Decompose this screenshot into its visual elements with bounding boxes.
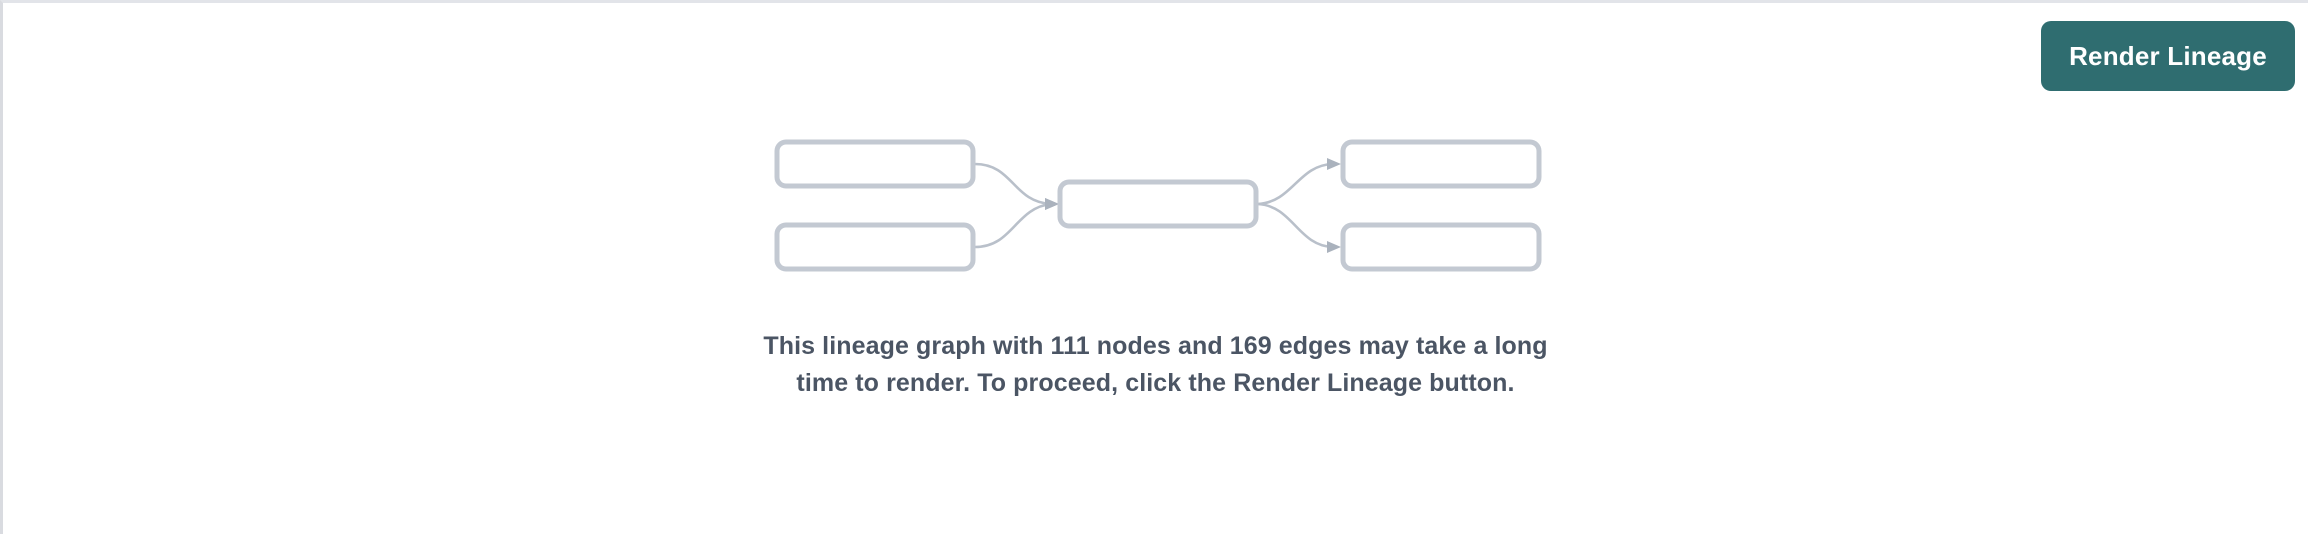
placeholder-graph [3, 3, 2308, 303]
arrowhead-left-top-to-center [1045, 198, 1059, 210]
arrowhead-center-to-right-bottom [1327, 241, 1341, 253]
render-lineage-button[interactable]: Render Lineage [2041, 21, 2295, 91]
graph-node-left-bottom [774, 222, 976, 272]
graph-node-right-bottom [1340, 222, 1542, 272]
graph-node-center [1057, 179, 1259, 229]
arrowhead-left-bottom-to-center [1045, 198, 1059, 210]
placeholder-graph-svg [774, 139, 1542, 272]
arrowhead-center-to-right-top [1327, 158, 1341, 170]
lineage-render-notice: This lineage graph with 111 nodes and 16… [763, 332, 1548, 397]
edge-left-top-to-center [974, 162, 1052, 206]
graph-node-right-top [1340, 139, 1542, 189]
edge-left-bottom-to-center [974, 202, 1052, 249]
edge-center-to-right-bottom [1257, 202, 1334, 249]
graph-node-left-top [774, 139, 976, 189]
edge-center-to-right-top [1257, 162, 1334, 206]
